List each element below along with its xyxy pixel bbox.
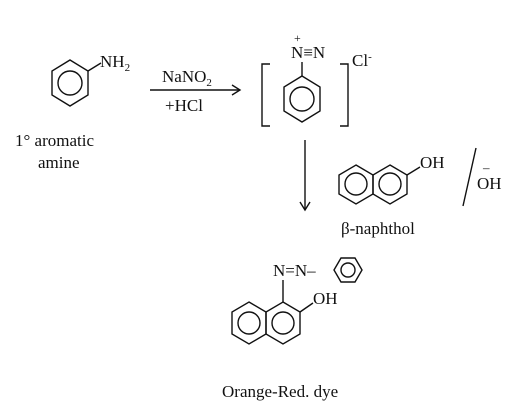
reagent-top-main: NaNO [162, 67, 206, 86]
hydroxide-base: OH [477, 174, 502, 193]
reagent-top: NaNO2 [162, 67, 212, 89]
diazonium-group: N≡N [291, 43, 325, 62]
product-ring-right [265, 301, 301, 345]
reagent-top-subscript: 2 [206, 77, 212, 89]
product-phenyl-aromatic-circle [340, 262, 356, 278]
diazonium-plus-charge: + [294, 31, 301, 45]
amino-main: NH [100, 52, 125, 71]
counter-ion-charge: - [368, 51, 372, 63]
right-bracket [340, 63, 349, 127]
naphthol-oh-bond [406, 166, 421, 176]
naphthol-aromatic-circle-right [378, 172, 402, 196]
aniline-nh2-bond [87, 62, 102, 72]
product-phenyl-ring [333, 257, 363, 283]
down-arrow-head [299, 201, 311, 212]
amino-subscript: 2 [125, 62, 131, 74]
naphthol-aromatic-circle-left [344, 172, 368, 196]
left-bracket [261, 63, 270, 127]
naphthol-hydroxyl: OH [420, 153, 445, 172]
naphthol-ring-left [338, 164, 374, 205]
product-oh-bond [299, 302, 314, 313]
naphthol-ring-right [372, 164, 408, 205]
diazonium-aromatic-circle [289, 86, 315, 112]
product-name: Orange-Red. dye [222, 382, 338, 401]
reactant-label-line1: 1° aromatic [15, 131, 94, 150]
product-hydroxyl: OH [313, 289, 338, 308]
product-aromatic-circle-right [271, 311, 295, 335]
aniline-structure: NH2 [51, 52, 130, 107]
product-azo-group: N=N– [273, 261, 316, 280]
aniline-amino-group: NH2 [100, 52, 130, 74]
product-ring-left [231, 301, 267, 345]
diazonium-benzene-ring [283, 75, 321, 123]
reagent-bottom: +HCl [165, 96, 203, 115]
diazonium-structure: + N≡N Cl- [261, 31, 372, 127]
product-aromatic-circle-left [237, 311, 261, 335]
hydroxide-charge: – [482, 160, 490, 175]
counter-ion-symbol: Cl [352, 51, 368, 70]
naphthol-name: β-naphthol [341, 219, 415, 238]
aniline-aromatic-circle [57, 70, 83, 96]
azo-dye-structure: N=N– OH [231, 257, 363, 345]
reaction-arrow-head [231, 84, 242, 96]
counter-ion: Cl- [352, 51, 372, 70]
reactant-label-line2: amine [38, 153, 80, 172]
condition-slash [462, 147, 477, 207]
beta-naphthol-structure: OH – OH [338, 147, 502, 207]
